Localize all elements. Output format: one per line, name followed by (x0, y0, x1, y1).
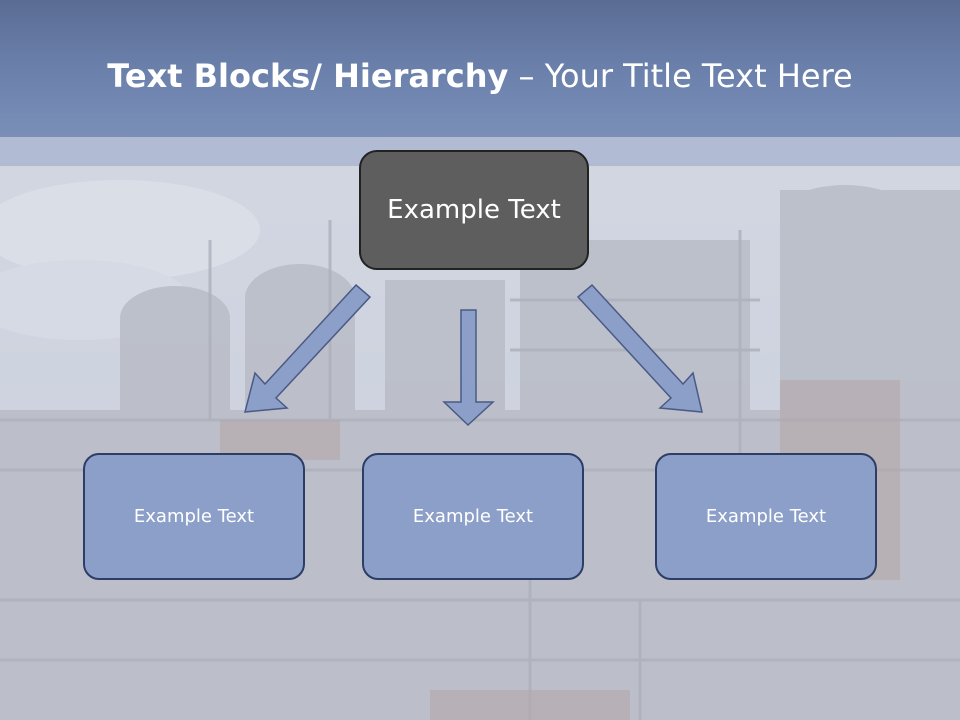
top-box-label: Example Text (387, 195, 561, 225)
arrow-left (244, 283, 372, 413)
arrow-middle (442, 309, 495, 427)
top-box: Example Text (359, 150, 589, 270)
title-regular-part: Your Title Text Here (544, 57, 853, 95)
child-box-left: Example Text (83, 453, 305, 580)
title-bar (0, 0, 960, 137)
child-box-middle-label: Example Text (412, 506, 534, 527)
title-bold-part: Text Blocks/ Hierarchy (107, 57, 509, 95)
slide-title: Text Blocks/ Hierarchy – Your Title Text… (0, 52, 960, 100)
child-box-middle: Example Text (362, 453, 584, 580)
child-box-left-label: Example Text (133, 506, 255, 527)
child-box-right-label: Example Text (705, 506, 827, 527)
arrow-right (576, 283, 703, 413)
title-separator: – (508, 57, 545, 95)
child-box-right: Example Text (655, 453, 877, 580)
